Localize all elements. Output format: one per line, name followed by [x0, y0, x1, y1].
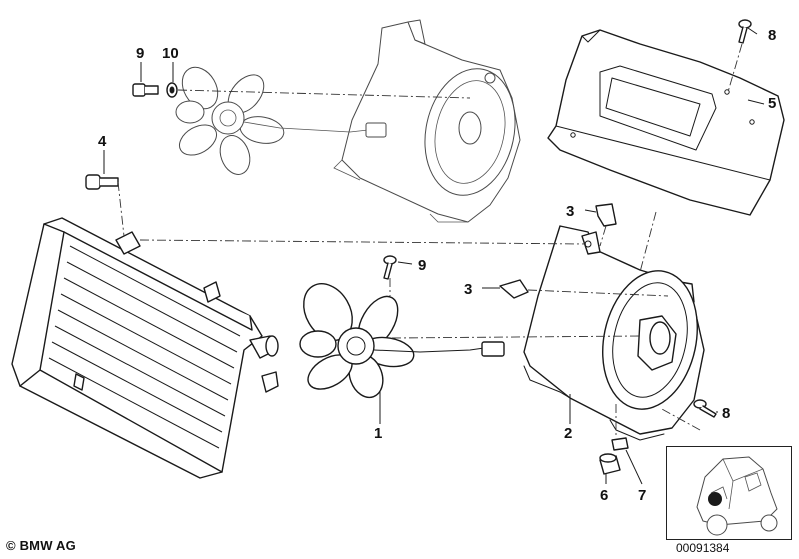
callout-2: 2 [564, 425, 572, 442]
part-10-washer [166, 82, 178, 98]
part-8-screw-lower [693, 399, 717, 418]
callout-3-middle: 3 [464, 281, 472, 298]
image-number: 00091384 [676, 541, 730, 555]
assembly-lines [117, 43, 743, 438]
part-9-screw-middle [383, 255, 397, 280]
callout-9-middle: 9 [418, 257, 426, 274]
ghost-fan-shroud [333, 19, 521, 223]
part-3-clip-middle [499, 279, 529, 299]
part-6-grommet [599, 453, 621, 475]
callout-9-top: 9 [136, 45, 144, 62]
callout-4: 4 [98, 133, 107, 150]
callout-10: 10 [162, 45, 179, 62]
location-marker [708, 492, 722, 506]
radiator [11, 217, 279, 479]
part-9-bolt-top [132, 83, 159, 97]
callout-3-upper: 3 [566, 203, 574, 220]
vehicle-location-inset [666, 446, 792, 540]
part-7-nut [611, 437, 629, 451]
copyright-text: © BMW AG [6, 538, 76, 553]
callout-7: 7 [638, 487, 646, 504]
part-4-bolt [85, 174, 119, 190]
callout-8-top: 8 [768, 27, 776, 44]
callout-6: 6 [600, 487, 608, 504]
callout-5: 5 [768, 95, 776, 112]
part-8-screw-top [738, 19, 752, 44]
leader-lines [103, 27, 765, 485]
radiator-fins [48, 245, 241, 449]
part-3-clip-upper [595, 203, 617, 227]
part-5-cover [547, 29, 785, 216]
part-1-fan [299, 283, 505, 399]
callout-1: 1 [374, 425, 382, 442]
callout-8-lower: 8 [722, 405, 730, 422]
part-2-fan-shroud [523, 225, 705, 441]
scooter-outline [696, 456, 778, 536]
callouts: 1 2 3 3 4 5 6 7 8 8 9 9 10 [98, 27, 776, 504]
ghost-fan [175, 66, 387, 175]
